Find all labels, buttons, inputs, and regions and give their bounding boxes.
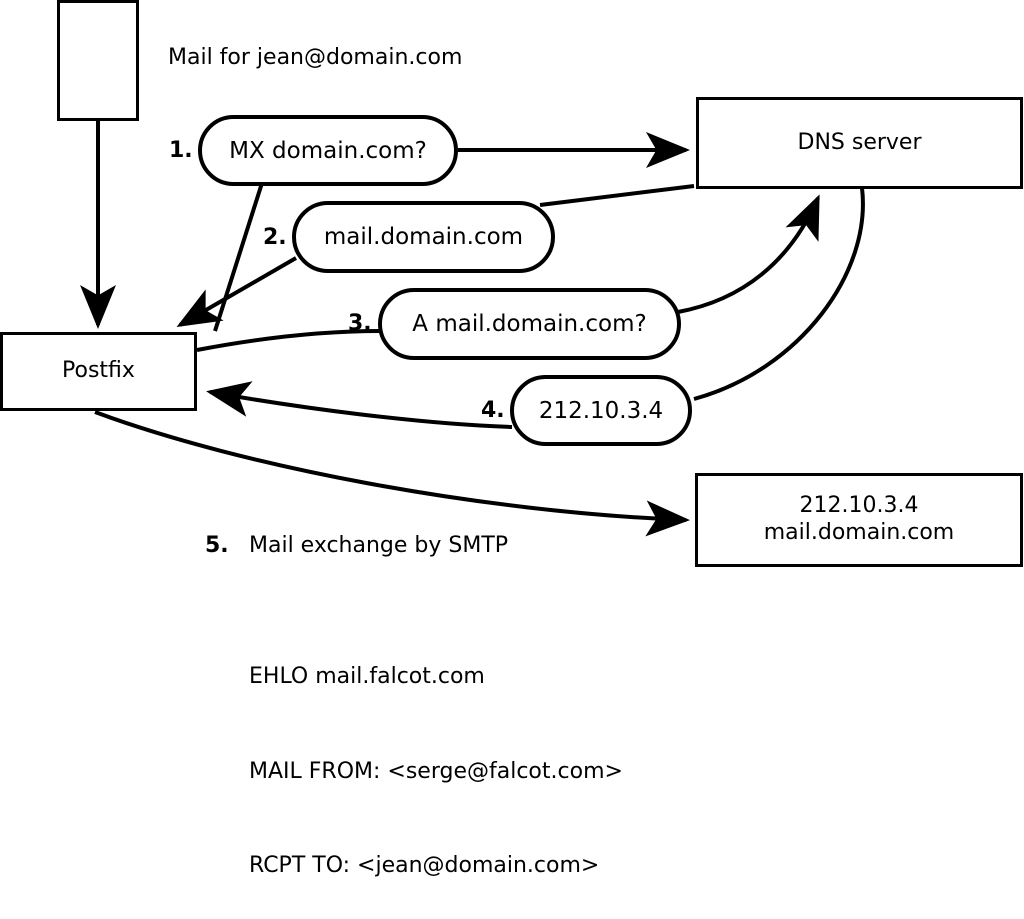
line-postfix-to-step1 <box>213 182 264 332</box>
arrow-step2-to-postfix <box>176 256 298 328</box>
node-sender-client[interactable] <box>57 0 139 121</box>
remote-mail-server-host: mail.domain.com <box>763 520 955 545</box>
line-dns-to-step2 <box>539 184 695 207</box>
arrow-postfix-to-mailserver <box>94 410 690 537</box>
bubble-step-2-label: mail.domain.com <box>323 224 524 250</box>
bubble-step-4[interactable]: 212.10.3.4 <box>510 375 692 446</box>
remote-mail-server-ip: 212.10.3.4 <box>799 493 919 519</box>
bubble-step-4-label: 212.10.3.4 <box>538 397 664 424</box>
smtp-line: MAIL FROM: <serge@falcot.com> <box>249 758 623 784</box>
node-remote-mail-server[interactable]: 212.10.3.4 mail.domain.com <box>695 473 1023 567</box>
line-dns-to-step4 <box>693 187 865 401</box>
postfix-label: Postfix <box>62 358 135 384</box>
arrow-step4-to-postfix <box>206 381 513 429</box>
bubble-step-1[interactable]: MX domain.com? <box>198 115 458 186</box>
step-number-1: 1. <box>169 138 193 163</box>
step-number-4: 4. <box>481 398 505 423</box>
step-number-2: 2. <box>263 225 287 250</box>
smtp-line: EHLO mail.falcot.com <box>249 664 485 689</box>
step-number-5: 5. <box>205 533 229 558</box>
smtp-transcript: EHLO mail.falcot.com MAIL FROM: <serge@f… <box>249 598 623 919</box>
step-number-3: 3. <box>348 311 372 336</box>
bubble-step-1-label: MX domain.com? <box>229 137 427 164</box>
bubble-step-3-label: A mail.domain.com? <box>412 311 647 337</box>
step-5-label: Mail exchange by SMTP <box>249 533 509 558</box>
arrow-step3-to-dns <box>677 194 820 314</box>
dns-server-label: DNS server <box>797 129 922 155</box>
bubble-step-2[interactable]: mail.domain.com <box>292 201 555 273</box>
smtp-line: RCPT TO: <jean@domain.com> <box>249 853 600 878</box>
node-postfix[interactable]: Postfix <box>0 332 197 411</box>
node-dns-server[interactable]: DNS server <box>696 97 1023 189</box>
bubble-step-3[interactable]: A mail.domain.com? <box>378 288 681 360</box>
mail-for-label: Mail for jean@domain.com <box>168 45 463 70</box>
line-postfix-to-step3 <box>196 329 381 352</box>
